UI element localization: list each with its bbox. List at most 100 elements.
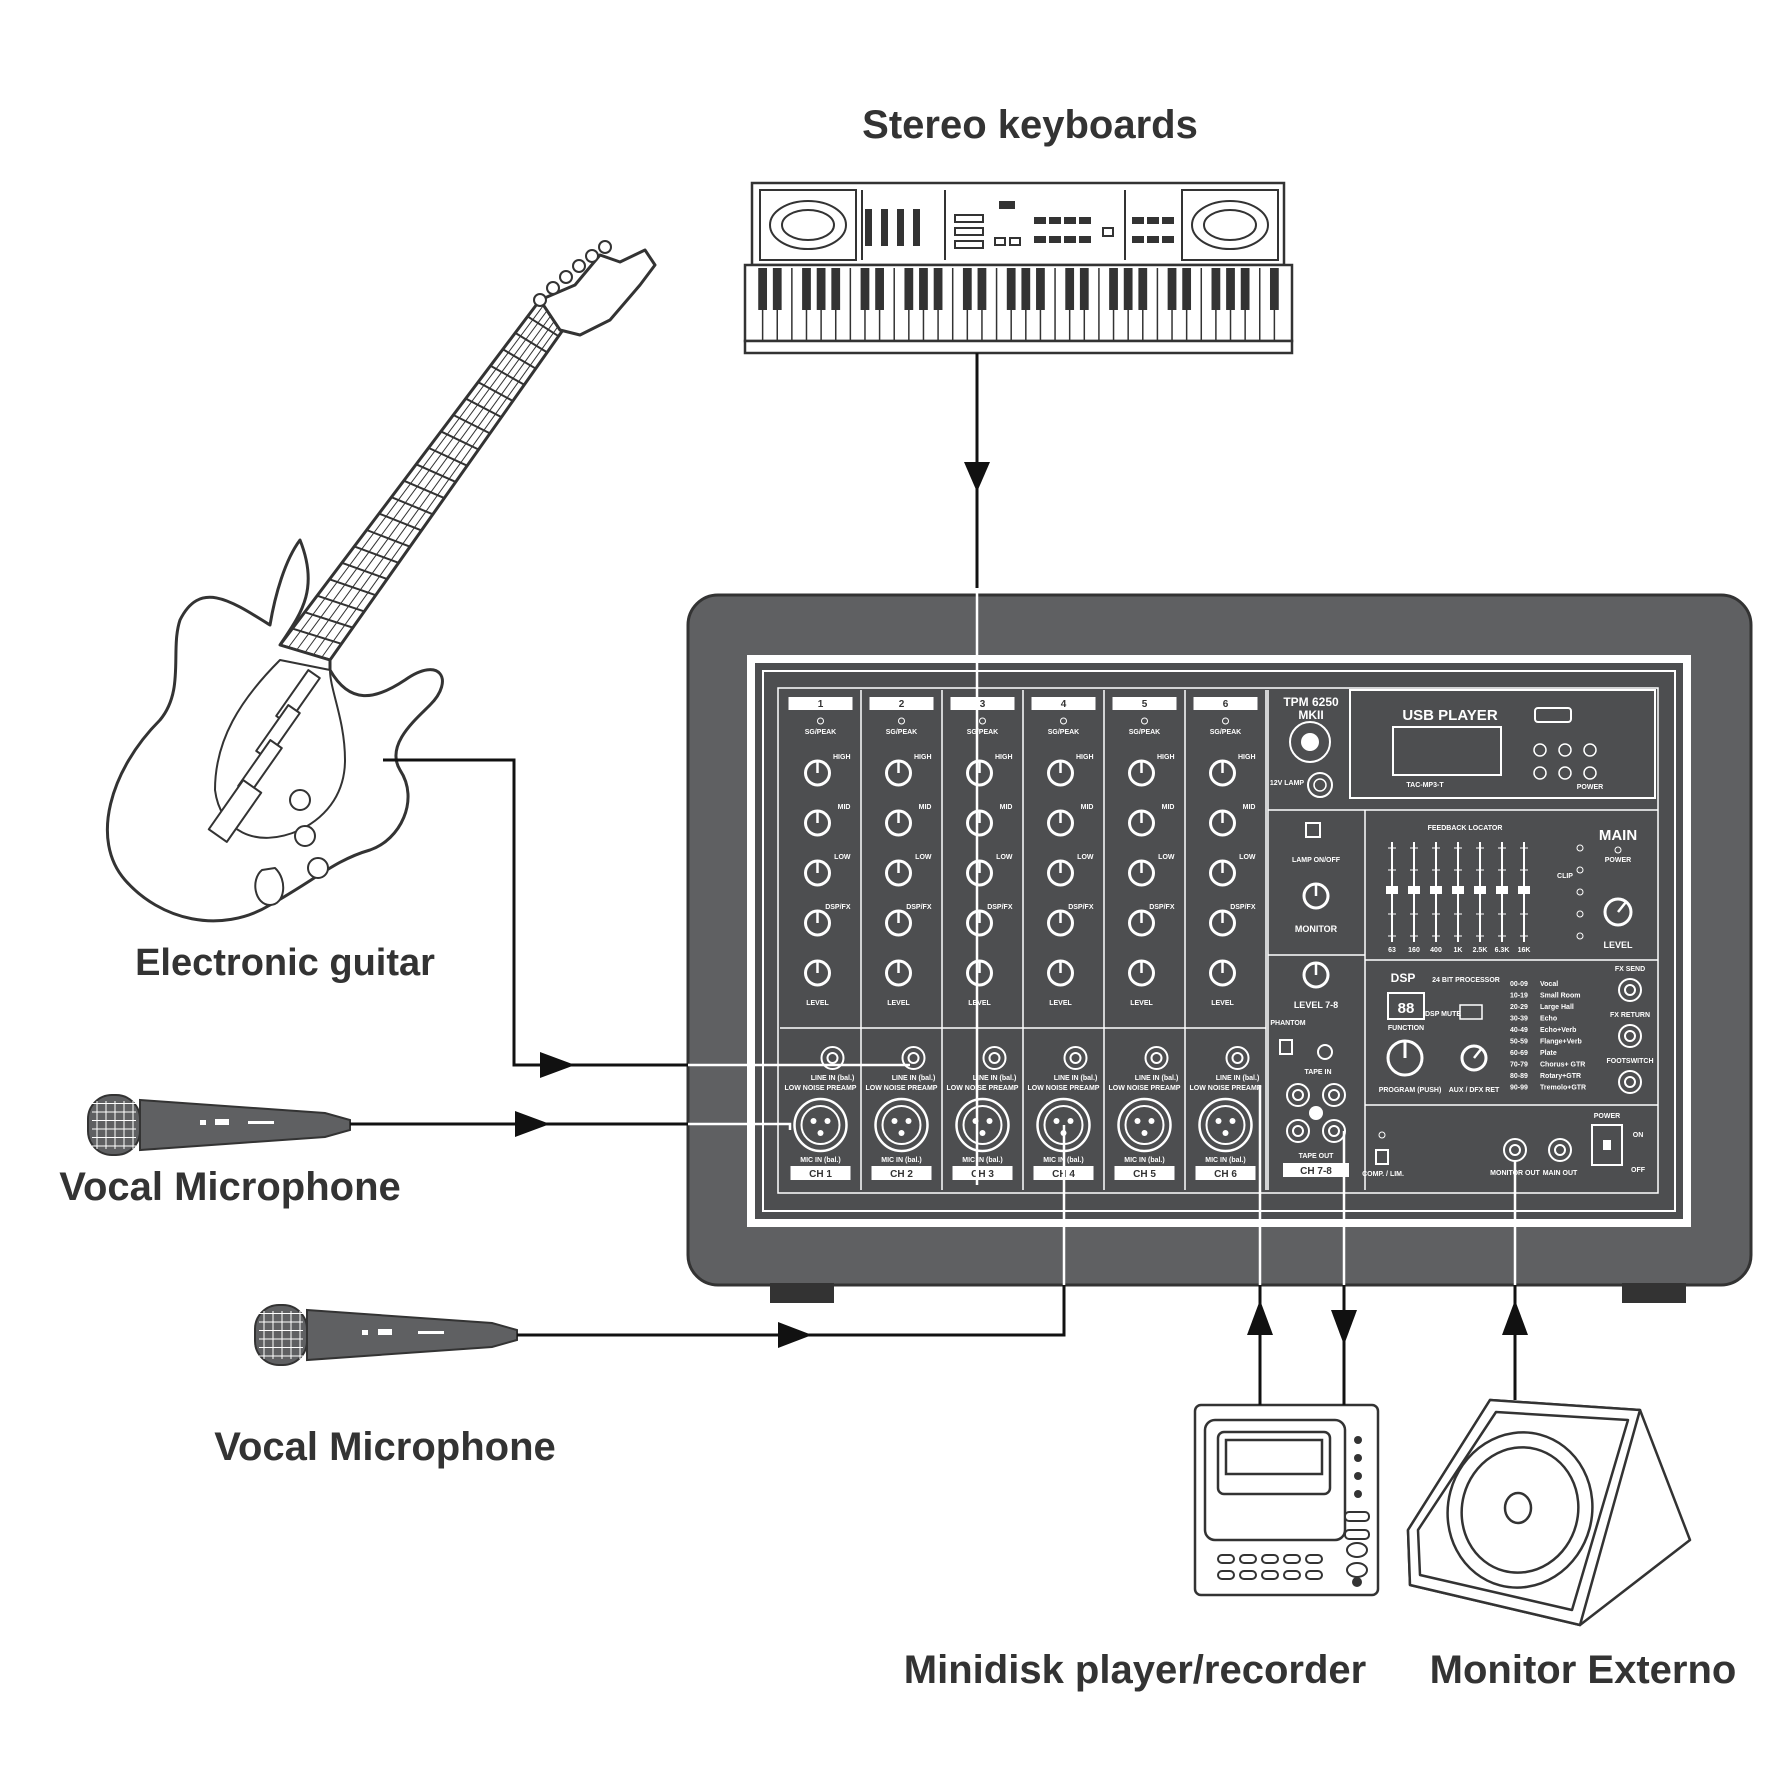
dsp-fx-send-knob[interactable] <box>885 909 912 937</box>
eq-low-knob[interactable] <box>1128 859 1155 887</box>
geq-fader-160[interactable] <box>1408 842 1420 942</box>
channel-bottom-box <box>1114 1166 1175 1180</box>
label-vocal-microphone-2: Vocal Microphone <box>214 1425 556 1469</box>
line-in-jack[interactable] <box>1225 1046 1250 1070</box>
eq-high-knob[interactable] <box>1047 759 1074 787</box>
brand-logo-icon <box>1289 721 1331 763</box>
minidisk-up-arrow-icon <box>1247 1300 1273 1335</box>
eq-low-knob[interactable] <box>1047 859 1074 887</box>
channel-level-knob[interactable] <box>1209 959 1236 987</box>
usb-prev-button[interactable] <box>1533 743 1547 757</box>
preset-name: Echo+Verb <box>1540 1027 1576 1034</box>
eq-mid-knob[interactable] <box>1209 809 1236 837</box>
eq-mid-knob[interactable] <box>1047 809 1074 837</box>
eq-high-knob[interactable] <box>885 759 912 787</box>
eq-low-knob[interactable] <box>1209 859 1236 887</box>
main-out-jack[interactable] <box>1548 1138 1572 1162</box>
channel-level-knob[interactable] <box>1047 959 1074 987</box>
eq-mid-knob[interactable] <box>885 809 912 837</box>
speaker-grille-right <box>1181 189 1279 261</box>
xlr-mic-input[interactable] <box>955 1097 1010 1153</box>
tape-rca-jacks[interactable] <box>1286 1083 1346 1143</box>
channel-number: 2 <box>899 699 905 710</box>
phantom-switch[interactable] <box>1279 1039 1293 1055</box>
program-knob[interactable] <box>1386 1039 1424 1077</box>
geq-fader-16K[interactable] <box>1518 842 1530 942</box>
knob-label: MID <box>1162 804 1175 811</box>
geq-fader-400[interactable] <box>1430 842 1442 942</box>
channel-level-knob[interactable] <box>804 959 831 987</box>
usb-play-button[interactable] <box>1558 743 1572 757</box>
fx-return-jack[interactable] <box>1618 1024 1642 1048</box>
xlr-mic-input[interactable] <box>793 1097 848 1153</box>
geq-fader-6.3K[interactable] <box>1496 842 1508 942</box>
line-in-jack[interactable] <box>820 1046 845 1070</box>
geq-fader-1K[interactable] <box>1452 842 1464 942</box>
preset-range: 40-49 <box>1510 1027 1528 1034</box>
eq-mid-knob[interactable] <box>966 809 993 837</box>
geq-fader-2.5K[interactable] <box>1474 842 1486 942</box>
eq-high-knob[interactable] <box>1128 759 1155 787</box>
knob-label: HIGH <box>833 754 851 761</box>
eq-high-knob[interactable] <box>1209 759 1236 787</box>
lamp-switch[interactable] <box>1305 822 1321 838</box>
footswitch-jack[interactable] <box>1618 1070 1642 1094</box>
eq-high-knob[interactable] <box>804 759 831 787</box>
channel-level-knob[interactable] <box>966 959 993 987</box>
dsp-fx-send-knob[interactable] <box>1209 909 1236 937</box>
aux-return-knob[interactable] <box>1460 1044 1488 1072</box>
usb-power-button[interactable] <box>1583 766 1597 780</box>
preset-name: Chorus+ GTR <box>1540 1062 1585 1069</box>
usb-transport-buttons <box>1533 743 1597 780</box>
eq-low-knob[interactable] <box>966 859 993 887</box>
preset-name: Large Hall <box>1540 1004 1574 1011</box>
line-in-jack[interactable] <box>1144 1046 1169 1070</box>
usb-next-button[interactable] <box>1583 743 1597 757</box>
tape-in-jack[interactable] <box>1317 1044 1333 1060</box>
main-level-label: LEVEL <box>1603 940 1633 950</box>
signal-peak-led <box>1222 717 1229 725</box>
line-in-jack[interactable] <box>982 1046 1007 1070</box>
eq-mid-knob[interactable] <box>804 809 831 837</box>
dsp-fx-send-knob[interactable] <box>1128 909 1155 937</box>
usb-stop-button[interactable] <box>1558 766 1572 780</box>
main-level-knob[interactable] <box>1603 897 1633 927</box>
channel-level-knob[interactable] <box>885 959 912 987</box>
line-in-label: LINE IN (bal.) <box>1054 1075 1098 1082</box>
fx-return-label: FX RETURN <box>1610 1012 1650 1019</box>
xlr-mic-input[interactable] <box>874 1097 929 1153</box>
level-78-knob[interactable] <box>1302 961 1330 989</box>
eq-high-knob[interactable] <box>966 759 993 787</box>
monitor-knob[interactable] <box>1302 882 1330 910</box>
dsp-mute-button[interactable] <box>1459 1004 1483 1020</box>
eq-low-knob[interactable] <box>885 859 912 887</box>
power-switch[interactable] <box>1591 1124 1623 1166</box>
usb-port[interactable] <box>1534 707 1572 723</box>
xlr-mic-input[interactable] <box>1117 1097 1172 1153</box>
vocal-microphone-1 <box>87 1094 351 1156</box>
channel-number: 5 <box>1142 699 1148 710</box>
dsp-fx-send-knob[interactable] <box>1047 909 1074 937</box>
xlr-mic-input[interactable] <box>1198 1097 1253 1153</box>
signal-peak-led <box>817 717 824 725</box>
ch78-label: CH 7-8 <box>1300 1166 1332 1177</box>
signal-peak-led <box>898 717 905 725</box>
line-in-jack[interactable] <box>1063 1046 1088 1070</box>
geq-freq-label: 16K <box>1518 947 1531 954</box>
channel-level-knob[interactable] <box>1128 959 1155 987</box>
lamp-label: 12V LAMP <box>1270 780 1305 787</box>
line-in-jack[interactable] <box>901 1046 926 1070</box>
comp-lim-switch[interactable] <box>1375 1149 1389 1165</box>
mic1-arrow-icon <box>515 1111 550 1137</box>
dsp-fx-send-knob[interactable] <box>804 909 831 937</box>
eq-mid-knob[interactable] <box>1128 809 1155 837</box>
lamp-socket[interactable] <box>1307 772 1333 798</box>
dsp-fx-send-knob[interactable] <box>966 909 993 937</box>
fx-send-jack[interactable] <box>1618 978 1642 1002</box>
meter-led <box>1576 932 1584 940</box>
eq-low-knob[interactable] <box>804 859 831 887</box>
geq-fader-63[interactable] <box>1386 842 1398 942</box>
usb-pause-button[interactable] <box>1533 766 1547 780</box>
